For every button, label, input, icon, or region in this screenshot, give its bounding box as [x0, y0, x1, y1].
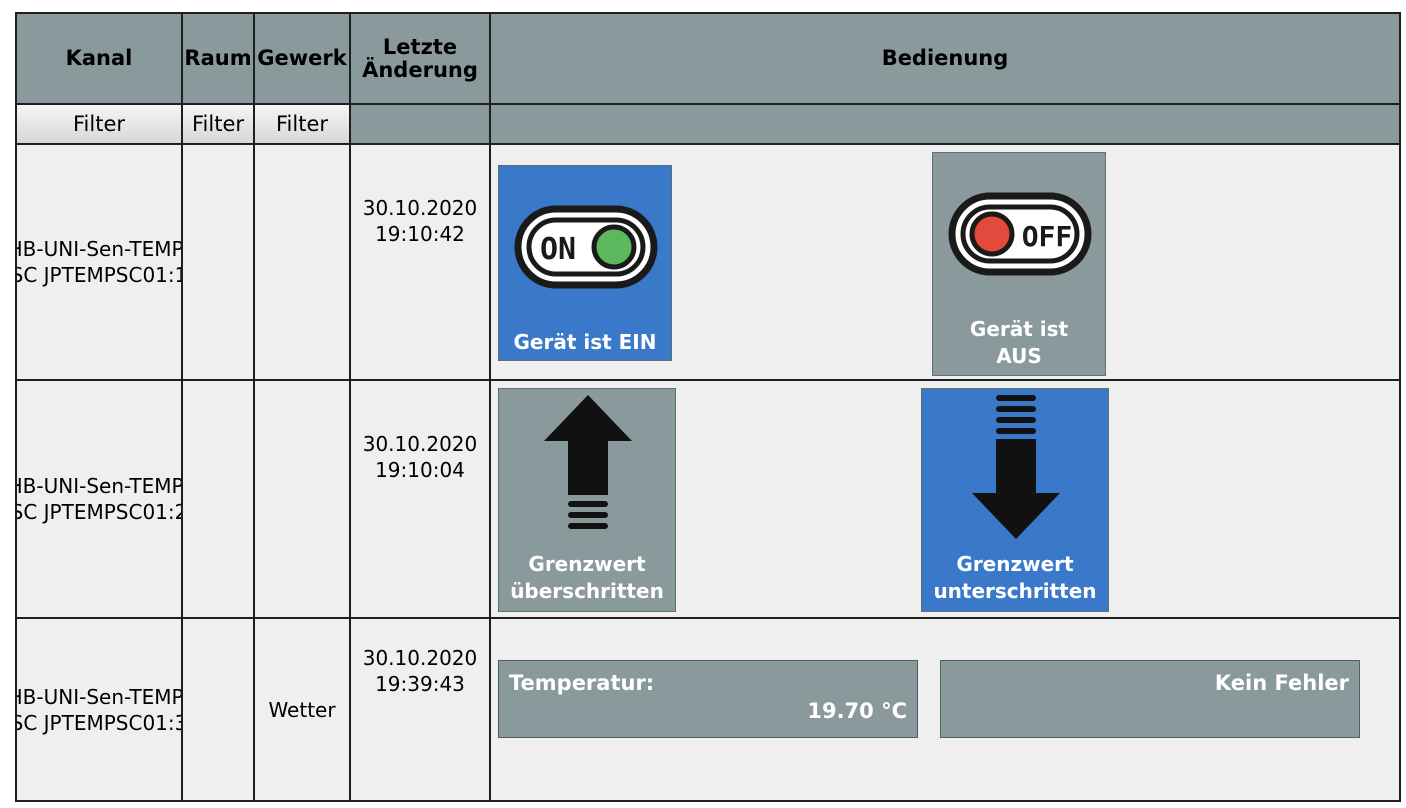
channel-name[interactable]: HB-UNI-Sen-TEMP-SC JPTEMPSC01:3: [15, 684, 183, 735]
table-row-2-timestamp: 30.10.2020 19:10:04: [349, 379, 491, 619]
filter-kanal-button[interactable]: Filter: [17, 105, 181, 143]
device-off-label: Gerät ist AUS: [969, 317, 1069, 368]
channel-name[interactable]: HB-UNI-Sen-TEMP-SC JPTEMPSC01:2: [15, 474, 183, 524]
trade-value: Wetter: [268, 697, 336, 722]
header-gewerk-label: Gewerk: [257, 46, 347, 70]
filter-kanal-cell: Filter: [15, 103, 183, 145]
device-off-button[interactable]: OFF Gerät ist AUS: [932, 152, 1106, 376]
table-row-3-timestamp: 30.10.2020 19:39:43: [349, 617, 491, 802]
table-row-1-timestamp: 30.10.2020 19:10:42: [349, 143, 491, 381]
header-letzte-aenderung-label: Letzte Änderung: [362, 34, 478, 82]
table-row-1-controls: ON Gerät ist EIN OFF Gerät ist AUS: [489, 143, 1401, 381]
trade-value: [255, 381, 349, 617]
error-status-label: Kein Fehler: [1214, 671, 1349, 695]
header-gewerk[interactable]: Gewerk: [253, 12, 351, 105]
timestamp-date: 30.10.2020: [362, 196, 478, 220]
room-value: [183, 381, 253, 617]
temperature-display[interactable]: Temperatur: 19.70 °C: [498, 660, 918, 738]
off-switch-icon: OFF: [948, 192, 1092, 276]
header-letzte-aenderung[interactable]: Letzte Änderung: [349, 12, 491, 105]
table-row-2-raum: [181, 379, 255, 619]
temperature-label: Temperatur:: [509, 671, 655, 695]
filter-gewerk-button[interactable]: Filter: [255, 105, 349, 143]
svg-text:ON: ON: [540, 232, 576, 267]
timestamp-time: 19:39:43: [375, 672, 465, 696]
header-kanal[interactable]: Kanal: [15, 12, 183, 105]
threshold-exceeded-label: Grenzwert überschritten: [510, 552, 664, 603]
channel-name[interactable]: HB-UNI-Sen-TEMP-SC JPTEMPSC01:1: [15, 237, 183, 287]
table-row-1-gewerk: [253, 143, 351, 381]
threshold-undercut-button[interactable]: Grenzwert unterschritten: [921, 388, 1109, 612]
device-on-label: Gerät ist EIN: [513, 330, 657, 354]
header-bedienung: Bedienung: [489, 12, 1401, 105]
device-on-button[interactable]: ON Gerät ist EIN: [498, 165, 672, 361]
timestamp-date: 30.10.2020: [362, 432, 478, 456]
filter-raum-button[interactable]: Filter: [183, 105, 253, 143]
table-row-3-raum: [181, 617, 255, 802]
table-row-3-gewerk: Wetter: [253, 617, 351, 802]
timestamp-date: 30.10.2020: [362, 646, 478, 670]
table-row-1-kanal: HB-UNI-Sen-TEMP-SC JPTEMPSC01:1: [15, 143, 183, 381]
svg-text:OFF: OFF: [1022, 220, 1073, 253]
temperature-value: 19.70 °C: [807, 699, 907, 723]
room-value: [183, 619, 253, 800]
table-row-2-controls: Grenzwert überschritten Grenzwert unters…: [489, 379, 1401, 619]
timestamp-time: 19:10:04: [375, 458, 465, 482]
table-row-3-controls: Temperatur: 19.70 °C Kein Fehler: [489, 617, 1401, 802]
room-value: [183, 145, 253, 379]
header-kanal-label: Kanal: [65, 46, 133, 70]
on-switch-icon: ON: [514, 205, 658, 289]
table-row-2-gewerk: [253, 379, 351, 619]
filter-empty-cell: [349, 103, 491, 145]
error-status-display[interactable]: Kein Fehler: [940, 660, 1360, 738]
filter-raum-cell: Filter: [181, 103, 255, 145]
timestamp-time: 19:10:42: [375, 222, 465, 246]
trade-value: [255, 145, 349, 379]
filter-gewerk-cell: Filter: [253, 103, 351, 145]
header-bedienung-label: Bedienung: [881, 46, 1009, 70]
threshold-undercut-label: Grenzwert unterschritten: [933, 552, 1097, 603]
header-raum-label: Raum: [184, 46, 252, 70]
arrow-down-icon: [972, 395, 1060, 539]
device-table: Kanal Raum Gewerk Letzte Änderung Bedien…: [15, 12, 1401, 802]
arrow-up-icon: [544, 395, 632, 529]
header-raum[interactable]: Raum: [181, 12, 255, 105]
table-row-1-raum: [181, 143, 255, 381]
table-row-2-kanal: HB-UNI-Sen-TEMP-SC JPTEMPSC01:2: [15, 379, 183, 619]
filter-empty-cell: [489, 103, 1401, 145]
table-row-3-kanal: HB-UNI-Sen-TEMP-SC JPTEMPSC01:3: [15, 617, 183, 802]
threshold-exceeded-button[interactable]: Grenzwert überschritten: [498, 388, 676, 612]
